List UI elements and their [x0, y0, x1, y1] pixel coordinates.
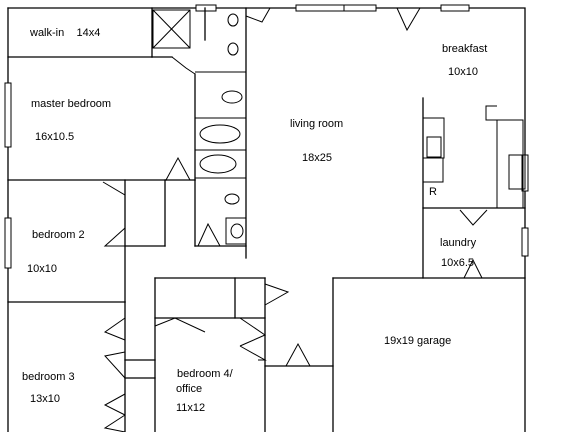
living-room-walls	[332, 7, 526, 432]
living-room-size: 18x25	[302, 152, 332, 164]
hall-and-bedroom-3-walls	[103, 301, 156, 432]
room-name: walk-in	[30, 27, 65, 39]
laundry-name: laundry	[440, 237, 477, 249]
bedroom-2-walls	[7, 179, 247, 303]
bedroom-2-name: bedroom 2	[32, 229, 85, 241]
master-bedroom-size: 16x10.5	[35, 131, 75, 143]
master-bedroom-name: master bedroom	[31, 98, 112, 110]
kitchen	[422, 97, 526, 279]
bedroom-3-name: bedroom 3	[22, 371, 75, 383]
garage-label: 19x19 garage	[384, 335, 452, 347]
laundry-size: 10x6.5	[441, 257, 475, 269]
master-bedroom-walls	[7, 73, 196, 181]
bedroom-4-name-line2: office	[176, 383, 203, 395]
bedroom-3-size: 13x10	[30, 393, 60, 405]
bedroom-2-size: 10x10	[27, 263, 57, 275]
bedroom-4-walls	[154, 277, 334, 432]
range-label: R	[429, 186, 437, 198]
room-size: 14x4	[76, 27, 101, 39]
walk-in-closet-walls	[7, 7, 196, 75]
bedroom-4-name: bedroom 4/	[177, 368, 233, 380]
living-room-name: living room	[290, 118, 344, 130]
bedroom-4-size: 11x12	[176, 402, 206, 414]
breakfast-name: breakfast	[442, 43, 488, 55]
breakfast-size: 10x10	[448, 66, 478, 78]
walk-in-label: walk-in 14x4	[30, 27, 100, 39]
master-bath	[195, 7, 271, 259]
